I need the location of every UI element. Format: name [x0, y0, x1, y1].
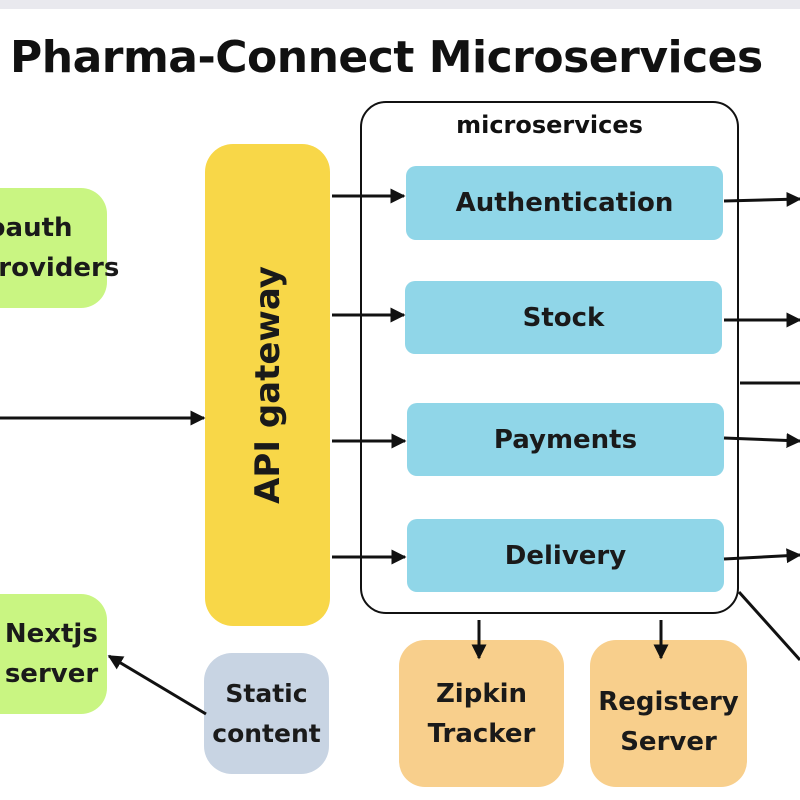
stock-service-node: Stock — [405, 281, 722, 354]
zipkin-tracker-label-line-2: Tracker — [427, 718, 536, 749]
api-gateway-node: API gateway — [205, 144, 330, 626]
line-container-diagonal — [737, 590, 800, 662]
arrow-static-to-nextjs — [107, 654, 207, 716]
static-content-label-line-1: Static — [225, 678, 308, 708]
arrow-payments-out — [723, 432, 800, 448]
top-bar — [0, 0, 800, 9]
oauth-providers-node: oauth providers — [0, 188, 119, 308]
authentication-service-node: Authentication — [406, 166, 723, 240]
registry-server-label-line-1: Registery — [598, 686, 739, 717]
delivery-service-node: Delivery — [407, 519, 724, 592]
registry-server-label-line-2: Server — [620, 726, 717, 757]
payments-service-node: Payments — [407, 403, 724, 476]
zipkin-tracker-label-line-1: Zipkin — [435, 678, 528, 709]
arrow-authentication-out — [723, 191, 800, 207]
oauth-providers-label-line-1: oauth — [0, 213, 73, 243]
oauth-providers-label-line-2: providers — [0, 253, 120, 283]
nextjs-server-label-line-1: Nextjs — [4, 619, 98, 649]
zipkin-tracker-node: Zipkin Tracker — [399, 640, 564, 787]
static-content-node: Static content — [204, 653, 329, 774]
microservices-container-label: microservices — [456, 111, 643, 139]
static-content-label-line-2: content — [212, 718, 321, 748]
nextjs-server-node: Nextjs server — [0, 594, 107, 714]
registry-server-node: Registery Server — [590, 640, 747, 787]
arrow-delivery-out — [723, 548, 800, 564]
page-title: Pharma-Connect Microservices — [10, 32, 763, 83]
nextjs-server-label-line-2: server — [4, 659, 99, 689]
microservices-container — [360, 101, 739, 614]
